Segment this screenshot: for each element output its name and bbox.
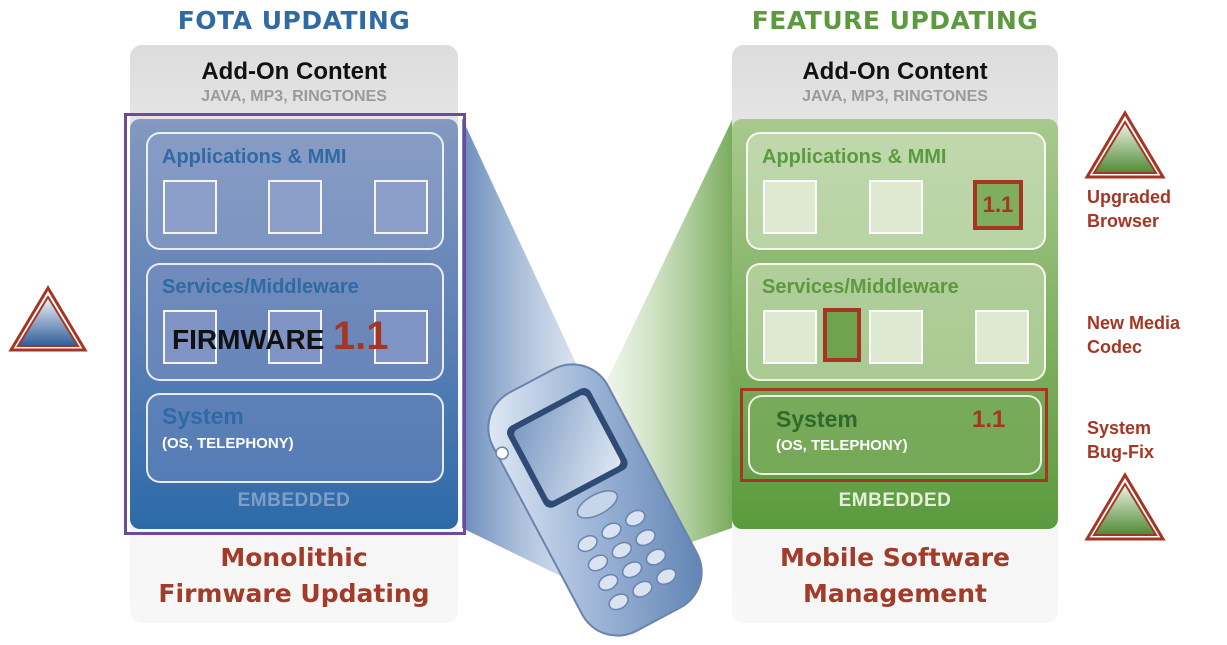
feature-addon-subtitle: JAVA, MP3, RINGTONES <box>802 88 988 105</box>
fota-title: FOTA UPDATING <box>177 6 411 35</box>
fota-embedded-label: EMBEDDED <box>237 490 351 511</box>
system-bugfix-label: System Bug-Fix <box>1087 416 1154 464</box>
browser-version: 1.1 <box>982 192 1014 217</box>
system-bugfix-line2: Bug-Fix <box>1087 442 1154 462</box>
system-bugfix-line1: System <box>1087 418 1152 438</box>
fota-firmware-banner: FIRMWARE 1.1 <box>172 314 389 359</box>
fota-firmware-outline <box>124 113 466 535</box>
fota-system-label: System <box>162 403 244 429</box>
feature-app-module <box>869 180 923 234</box>
fota-caption: Monolithic Firmware Updating <box>130 540 458 612</box>
fota-services-label: Services/Middleware <box>162 276 359 298</box>
upgraded-browser-line2: Browser <box>1087 211 1160 231</box>
feature-browser-module-updated: 1.1 <box>973 180 1023 230</box>
fota-app-module <box>268 180 322 234</box>
fota-app-module <box>163 180 217 234</box>
fota-caption-line1: Monolithic <box>220 543 368 572</box>
new-media-codec-label: New Media Codec <box>1087 311 1180 359</box>
fota-addon-subtitle: JAVA, MP3, RINGTONES <box>201 88 387 105</box>
feature-system-version: 1.1 <box>972 406 1006 433</box>
fota-service-module <box>163 310 217 364</box>
fota-system-subtitle: (OS, TELEPHONY) <box>162 435 294 452</box>
feature-service-module <box>763 310 817 364</box>
upgraded-browser-label: Upgraded Browser <box>1087 185 1171 233</box>
feature-system-subtitle: (OS, TELEPHONY) <box>776 437 908 454</box>
feature-app-module <box>763 180 817 234</box>
feature-service-module <box>975 310 1029 364</box>
fota-system-layer <box>146 393 444 483</box>
feature-codec-module-updated <box>823 308 861 362</box>
firmware-version: 1.1 <box>332 314 389 358</box>
fota-service-module <box>374 310 428 364</box>
warning-triangle-icon <box>1084 110 1166 179</box>
fota-service-module <box>268 310 322 364</box>
feature-applications-label: Applications & MMI <box>762 146 947 168</box>
new-media-codec-line2: Codec <box>1087 337 1143 357</box>
feature-caption-line2: Management <box>802 579 988 608</box>
fota-addon-title: Add-On Content <box>201 58 387 85</box>
feature-caption: Mobile Software Management <box>732 540 1058 612</box>
feature-addon-title: Add-On Content <box>802 58 988 85</box>
firmware-label: FIRMWARE <box>172 324 325 355</box>
feature-service-module <box>869 310 923 364</box>
fota-caption-line2: Firmware Updating <box>158 579 430 608</box>
upgraded-browser-line1: Upgraded <box>1087 187 1172 207</box>
feature-system-outline <box>740 388 1048 482</box>
feature-caption-line1: Mobile Software <box>779 543 1010 572</box>
warning-triangle-icon <box>1084 472 1166 541</box>
feature-system-layer <box>748 395 1042 475</box>
fota-app-module <box>374 180 428 234</box>
feature-embedded-label: EMBEDDED <box>838 490 952 511</box>
warning-triangle-icon <box>8 285 88 352</box>
mobile-phone-icon <box>487 363 703 637</box>
new-media-codec-line1: New Media <box>1087 313 1181 333</box>
feature-title: FEATURE UPDATING <box>751 6 1039 35</box>
fota-applications-label: Applications & MMI <box>162 146 347 168</box>
feature-services-label: Services/Middleware <box>762 276 959 298</box>
feature-system-label: System <box>776 406 858 432</box>
